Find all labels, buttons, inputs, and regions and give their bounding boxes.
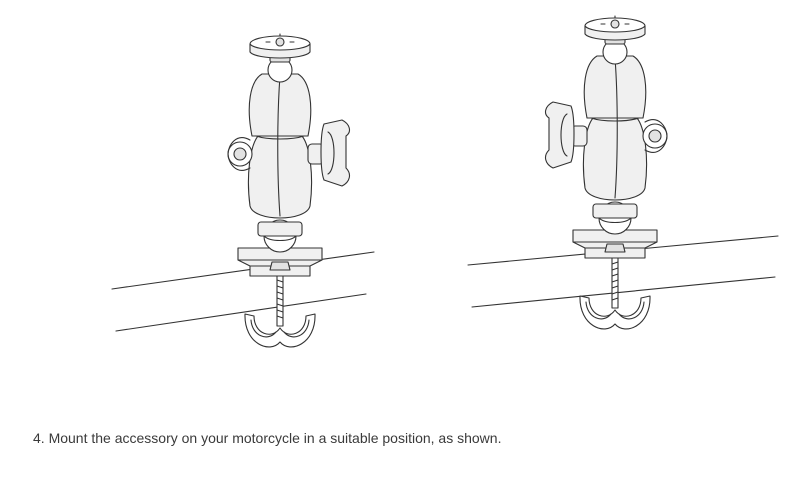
- mounting-illustration: [111, 15, 779, 348]
- instruction-caption: 4. Mount the accessory on your motorcycl…: [33, 430, 502, 446]
- right-mount-illustration: [467, 15, 779, 330]
- left-mount-illustration: [111, 33, 375, 348]
